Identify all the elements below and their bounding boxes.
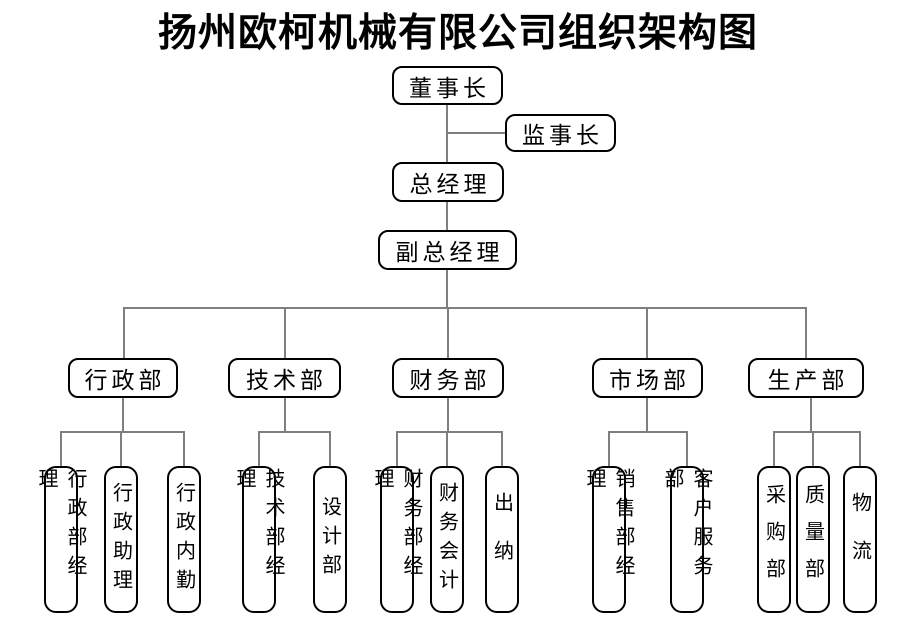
connector-line [329,431,331,466]
connector-line [258,431,331,433]
node-admin-assistant: 行政助理 [104,466,138,613]
connector-line [123,307,807,309]
connector-line [646,398,648,432]
connector-line [447,307,449,358]
node-technology-manager: 技术部经理 [233,466,284,613]
connector-line [805,307,807,358]
connector-line [447,398,449,432]
connector-line [686,431,688,466]
connector-line [773,431,861,433]
chart-title: 扬州欧柯机械有限公司组织架构图 [157,12,758,55]
node-design-dept: 设计部 [313,466,347,613]
connector-line [284,307,286,358]
node-dept-finance: 财务部 [392,358,504,398]
node-cashier: 出纳 [485,466,519,613]
node-dept-technology: 技术部 [228,358,341,398]
connector-line [396,431,503,433]
connector-line [396,431,398,466]
connector-line [120,431,122,466]
connector-line [122,398,124,432]
node-admin-internal-affairs: 行政内勤 [167,466,201,613]
node-dept-production: 生产部 [748,358,864,398]
node-sales-manager: 销售部经理 [583,466,634,613]
connector-line [646,307,648,358]
connector-line [446,202,448,230]
connector-line [859,431,861,466]
connector-line [608,431,610,466]
connector-line [812,431,814,466]
node-customer-service-dept: 客户服务部 [661,466,712,613]
node-dept-marketing: 市场部 [592,358,703,398]
node-supervisor: 监事长 [505,114,616,152]
node-chairman: 董事长 [392,66,503,105]
connector-line [183,431,185,466]
connector-line [123,307,125,358]
connector-line [446,270,448,307]
node-admin-manager: 行政部经理 [35,466,86,613]
node-finance-manager: 财务部经理 [371,466,422,613]
connector-line [501,431,503,466]
connector-line [60,431,62,466]
connector-line [446,431,448,466]
connector-line [446,132,505,134]
connector-line [810,398,812,432]
node-general-manager: 总经理 [392,162,504,202]
node-quality-dept: 质量部 [796,466,830,613]
node-purchasing-dept: 采购部 [757,466,791,613]
connector-line [284,398,286,432]
connector-line [773,431,775,466]
connector-line [608,431,688,433]
connector-line [258,431,260,466]
connector-line [60,431,185,433]
node-financial-accountant: 财务会计 [430,466,464,613]
node-deputy-general-manager: 副总经理 [378,230,517,270]
node-dept-admin: 行政部 [68,358,178,398]
node-logistics: 物流 [843,466,877,613]
